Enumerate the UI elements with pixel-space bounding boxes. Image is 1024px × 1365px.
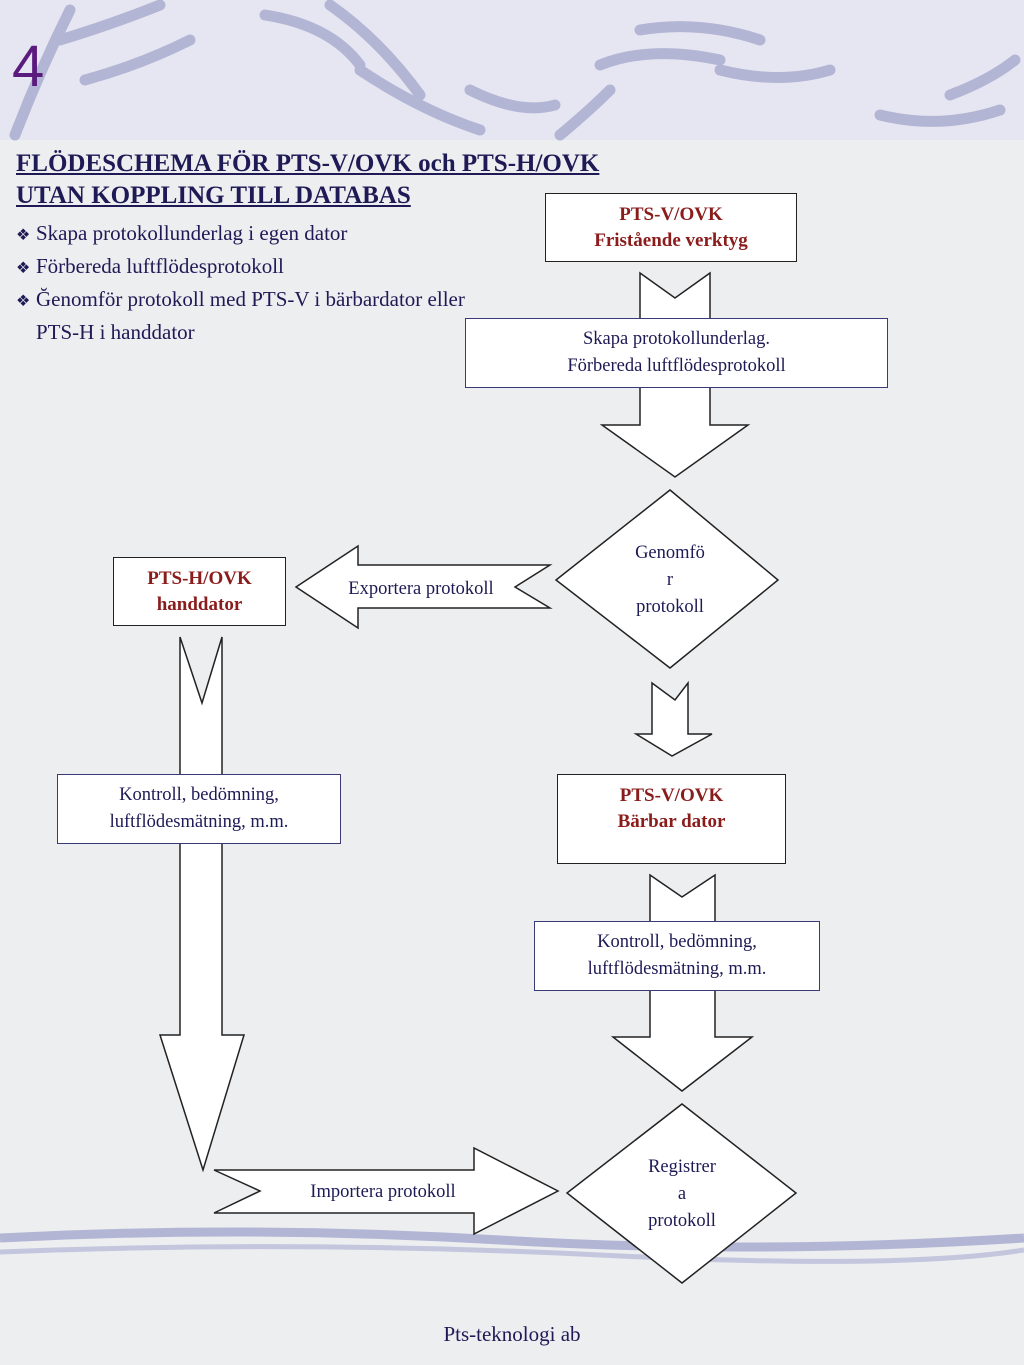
bullet-text: Ğenomför protokoll med PTS-V i bärbardat…: [36, 287, 465, 344]
pts-v-laptop-box: PTS-V/OVK Bärbar dator: [557, 774, 786, 864]
decision-perform-diamond: [554, 489, 780, 669]
import-protocol-label: Importera protokoll: [310, 1182, 456, 1202]
decision-text: r: [666, 570, 674, 590]
bullet-text: Förbereda luftflödesprotokoll: [36, 254, 284, 278]
box-heading: PTS-H/OVK: [147, 567, 252, 589]
box-subheading: Fristående verktyg: [594, 229, 748, 251]
box-heading: PTS-V/OVK: [619, 203, 723, 225]
export-protocol-label: Exportera protokoll: [348, 579, 494, 599]
decision-text: protokoll: [636, 597, 704, 617]
box-text: Förbereda luftflödesprotokoll: [567, 356, 786, 376]
box-text: luftflödesmätning, m.m.: [587, 959, 767, 979]
box-text: Kontroll, bedömning,: [119, 785, 279, 805]
footer-company: Pts-teknologi ab: [443, 1322, 581, 1346]
box-heading: PTS-V/OVK: [619, 785, 724, 806]
arrow-down-left: [158, 636, 246, 1173]
diamond-bullet-icon: ❖: [16, 227, 31, 244]
decision-register-diamond: [565, 1103, 798, 1284]
decision-text: Registrer: [648, 1157, 716, 1177]
box-text: Skapa protokollunderlag.: [582, 329, 770, 349]
box-subheading: handdator: [156, 593, 243, 615]
decision-text: protokoll: [648, 1211, 716, 1231]
slide-number: 4: [12, 34, 45, 99]
pts-v-standalone-box: PTS-V/OVK Fristående verktyg: [545, 193, 797, 262]
page-title: FLÖDESCHEMA FÖR PTS-V/OVK och PTS-H/OVK …: [16, 148, 599, 212]
list-item: ❖ Ğenomför protokoll med PTS-V i bärbarda…: [16, 284, 486, 348]
arrow-down-2: [633, 680, 713, 757]
list-item: ❖ Skapa protokollunderlag i egen dator: [16, 218, 486, 251]
diamond-bullet-icon: ❖: [16, 260, 31, 277]
control-left-box: Kontroll, bedömning, luftflödesmätning, …: [57, 774, 341, 844]
decision-register-label: Registrer a protokoll: [612, 1154, 752, 1235]
title-line-2: UTAN KOPPLING TILL DATABAS: [16, 182, 411, 209]
control-right-box: Kontroll, bedömning, luftflödesmätning, …: [534, 921, 820, 991]
box-text: luftflödesmätning, m.m.: [109, 812, 289, 832]
title-line-1: FLÖDESCHEMA FÖR PTS-V/OVK och PTS-H/OVK: [16, 150, 600, 177]
bullet-text: Skapa protokollunderlag i egen dator: [36, 221, 348, 245]
diamond-bullet-icon: ❖: [16, 293, 31, 310]
list-item: ❖ Förbereda luftflödesprotokoll: [16, 251, 486, 284]
box-subheading: Bärbar dator: [617, 811, 726, 832]
decision-perform-label: Genomfö r protokoll: [600, 540, 740, 621]
decision-text: Genomfö: [635, 543, 705, 563]
decision-text: a: [677, 1184, 687, 1204]
prepare-protocol-box: Skapa protokollunderlag. Förbereda luftf…: [465, 318, 888, 388]
pts-h-handheld-box: PTS-H/OVK handdator: [113, 557, 286, 626]
export-arrow: [294, 544, 553, 630]
bullet-list: ❖ Skapa protokollunderlag i egen dator ❖ F…: [16, 218, 486, 348]
import-arrow: [213, 1146, 560, 1236]
box-text: Kontroll, bedömning,: [597, 932, 757, 952]
